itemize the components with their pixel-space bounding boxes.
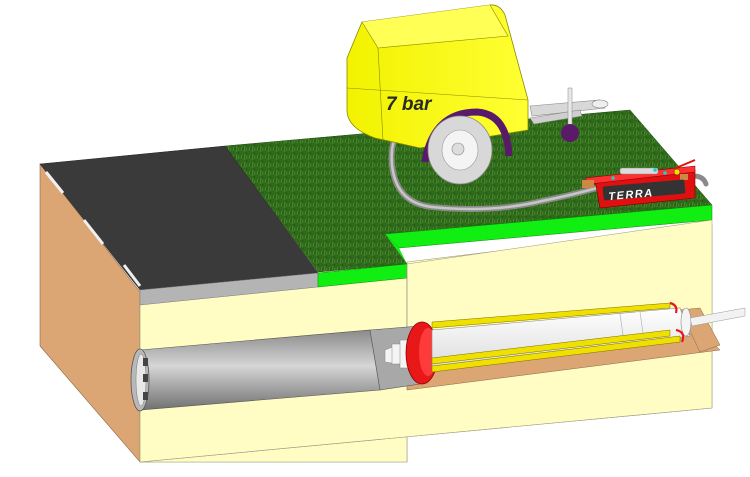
- lubricator-terra: TERRA: [582, 159, 696, 209]
- air-hose-to-hammer: [689, 307, 746, 327]
- guide-rails: [431, 301, 685, 373]
- compressor-trailer: 7 bar: [346, 4, 609, 185]
- jockey-wheel: [561, 124, 579, 142]
- compressor-label: 7 bar: [386, 94, 433, 115]
- road-markings: [44, 171, 142, 287]
- lubricator-label: TERRA: [608, 187, 654, 203]
